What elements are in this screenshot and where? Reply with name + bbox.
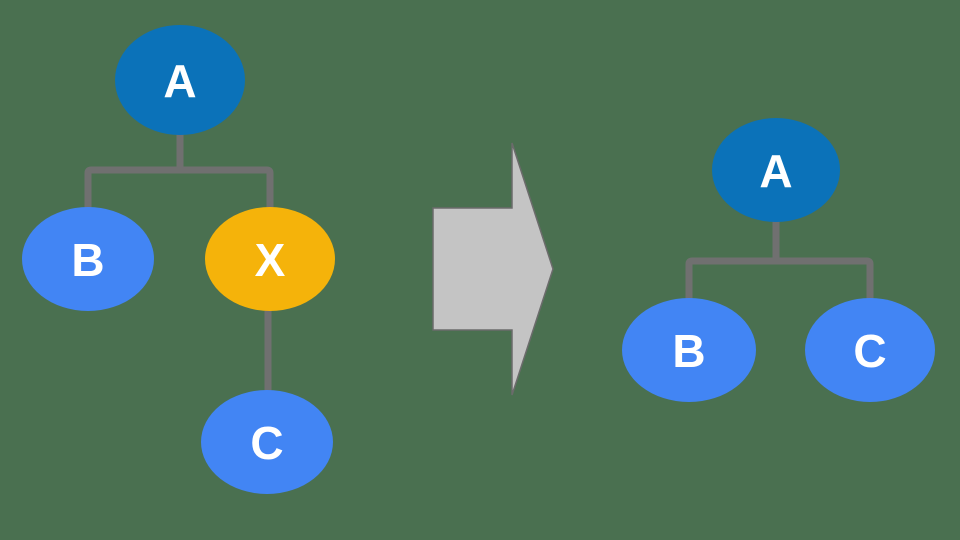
node-c-before-label: C — [250, 417, 283, 469]
node-c-after[interactable]: C — [805, 298, 935, 402]
node-b-after-label: B — [672, 325, 705, 377]
node-a-after[interactable]: A — [712, 118, 840, 222]
node-b-before[interactable]: B — [22, 207, 154, 311]
edge-bracket-after — [685, 257, 874, 301]
node-x-before-shape — [205, 207, 335, 311]
node-a-before-label: A — [163, 55, 196, 107]
node-c-after-shape — [805, 298, 935, 402]
node-x-before-label: X — [255, 234, 286, 286]
node-b-before-shape — [22, 207, 154, 311]
node-b-before-label: B — [71, 234, 104, 286]
before-tree: A B X C — [22, 25, 335, 494]
transformation-arrow — [432, 142, 554, 396]
node-x-before[interactable]: X — [205, 207, 335, 311]
node-c-before[interactable]: C — [201, 390, 333, 494]
arrow-right-icon — [432, 142, 554, 396]
edge-bracket-before — [84, 166, 274, 210]
node-c-after-label: C — [853, 325, 886, 377]
node-c-before-shape — [201, 390, 333, 494]
node-b-after-shape — [622, 298, 756, 402]
node-a-after-label: A — [759, 145, 792, 197]
node-a-before[interactable]: A — [115, 25, 245, 135]
node-a-after-shape — [712, 118, 840, 222]
node-b-after[interactable]: B — [622, 298, 756, 402]
node-a-before-shape — [115, 25, 245, 135]
after-tree: A B C — [622, 118, 935, 402]
